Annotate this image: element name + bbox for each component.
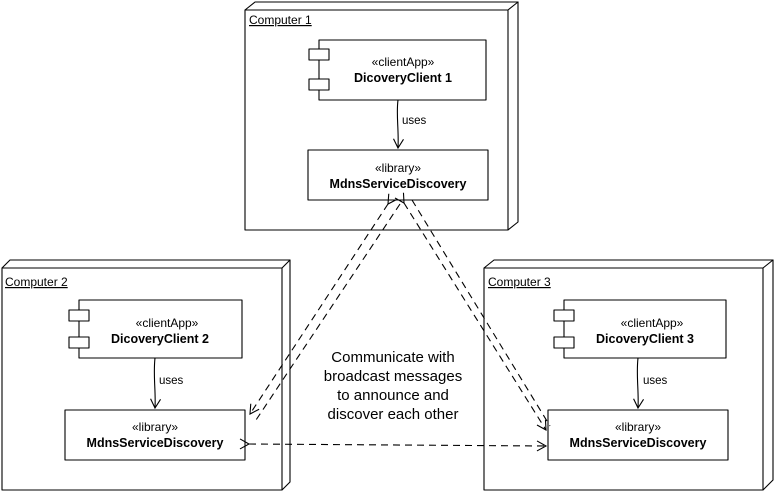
component-client-1[interactable]: «clientApp» DicoveryClient 1 <box>308 39 487 101</box>
component-library-2[interactable]: «library» MdnsServiceDiscovery <box>64 409 246 461</box>
component-port-icon <box>68 309 90 322</box>
note-line-1: Communicate with <box>331 349 454 366</box>
node-title-computer-3: Computer 3 <box>488 275 551 289</box>
library-2-stereotype: «library» <box>132 420 178 434</box>
component-client-3[interactable]: «clientApp» DicoveryClient 3 <box>553 299 727 359</box>
broadcast-edge-lib2-lib3 <box>239 438 548 452</box>
uses-edge-1: uses <box>393 99 427 150</box>
component-port-icon <box>553 336 575 349</box>
component-library-3[interactable]: «library» MdnsServiceDiscovery <box>547 409 729 461</box>
client-2-name: DicoveryClient 2 <box>111 332 209 346</box>
uses-edge-3: uses <box>633 357 668 410</box>
library-3-name: MdnsServiceDiscovery <box>570 436 707 450</box>
client-3-name: DicoveryClient 3 <box>596 332 694 346</box>
note-line-3: to announce and <box>337 387 449 404</box>
library-3-stereotype: «library» <box>615 420 661 434</box>
client-3-stereotype: «clientApp» <box>621 316 684 330</box>
component-port-icon <box>68 336 90 349</box>
component-port-icon <box>308 78 330 91</box>
node-title-computer-2: Computer 2 <box>5 275 68 289</box>
uses-edge-2: uses <box>150 357 184 410</box>
uses-label-3: uses <box>643 375 668 387</box>
component-client-2[interactable]: «clientApp» DicoveryClient 2 <box>68 299 243 359</box>
broadcast-edge-lib1-lib3 <box>394 192 551 431</box>
library-1-name: MdnsServiceDiscovery <box>330 177 467 191</box>
library-1-stereotype: «library» <box>375 161 421 175</box>
communication-note: Communicate with broadcast messages to a… <box>324 349 462 423</box>
client-2-stereotype: «clientApp» <box>136 316 199 330</box>
broadcast-edge-lib1-lib2 <box>249 193 401 421</box>
component-library-1[interactable]: «library» MdnsServiceDiscovery <box>307 149 489 201</box>
component-port-icon <box>553 309 575 322</box>
note-line-2: broadcast messages <box>324 368 462 385</box>
note-line-4: discover each other <box>328 406 459 423</box>
client-1-stereotype: «clientApp» <box>372 55 435 69</box>
client-1-name: DicoveryClient 1 <box>354 71 452 85</box>
uses-label-1: uses <box>402 115 427 127</box>
uses-label-2: uses <box>159 375 184 387</box>
component-port-icon <box>308 48 330 61</box>
node-title-computer-1: Computer 1 <box>249 13 312 27</box>
library-2-name: MdnsServiceDiscovery <box>87 436 224 450</box>
